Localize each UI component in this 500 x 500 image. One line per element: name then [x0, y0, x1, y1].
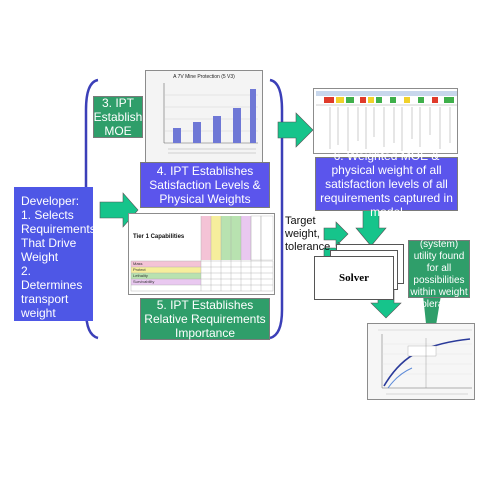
moe-bar-chart-thumbnail: A 7V Mine Protection (5 V3) [145, 70, 263, 165]
weighted-moe-box: 6. Weighted MOE & physical weight of all… [315, 149, 458, 219]
capability-row-labels: Mass Protect Lethality Survivability [133, 261, 154, 285]
bar-chart-title: A 7V Mine Protection (5 V3) [173, 74, 235, 80]
capability-table-thumbnail: Tier 1 Capabilities Mass Protect [128, 213, 275, 295]
capability-grid [130, 215, 274, 292]
utility-curve-thumbnail [367, 323, 475, 400]
ipt-satisfaction-label: 4. IPT Establishes Satisfaction Levels &… [149, 164, 261, 206]
capability-row-label: Lethality [133, 273, 148, 278]
target-weight-text: Target weight, tolerance [285, 215, 331, 253]
composite-utility-label: 7. Composite (system) utility found for … [409, 227, 469, 310]
arrow-to-weighted-table [277, 112, 314, 148]
capability-table-title: Tier 1 Capabilities [133, 234, 185, 240]
target-weight-label: Target weight, tolerance [285, 215, 335, 254]
ipt-importance-box: 5. IPT Establishes Relative Requirements… [140, 298, 270, 340]
capability-row-label: Mass [133, 261, 143, 266]
arrow-weighted-to-solver [355, 209, 387, 247]
developer-box: Developer: 1. Selects Requirements That … [14, 187, 96, 334]
solver-box: Solver [314, 256, 394, 300]
weighted-moe-label: 6. Weighted MOE & physical weight of all… [320, 149, 453, 219]
developer-step-2: 2. Determines transport weight constrain… [21, 264, 83, 334]
solver-label: Solver [339, 272, 369, 284]
utility-curve-graphic [378, 329, 472, 395]
developer-step-1: 1. Selects Requirements That Drive Weigh… [21, 208, 96, 264]
ipt-establish-moe-box: 3. IPT Establish MOE [93, 96, 143, 138]
developer-title: Developer: [21, 194, 80, 208]
capability-row-label: Survivability [133, 279, 155, 284]
weighted-model-thumbnail [313, 88, 458, 154]
arrow-target-weight-1 [323, 221, 349, 247]
ipt-satisfaction-box: 4. IPT Establishes Satisfaction Levels &… [140, 162, 270, 208]
ipt-importance-label: 5. IPT Establishes Relative Requirements… [144, 298, 266, 340]
weighted-model-grid [316, 91, 457, 151]
ipt-establish-moe-label: 3. IPT Establish MOE [93, 96, 143, 138]
right-bracket [269, 78, 284, 340]
bar-chart-graphic [163, 83, 258, 154]
composite-utility-box: 7. Composite (system) utility found for … [408, 227, 470, 310]
capability-row-label: Protect [133, 267, 146, 272]
